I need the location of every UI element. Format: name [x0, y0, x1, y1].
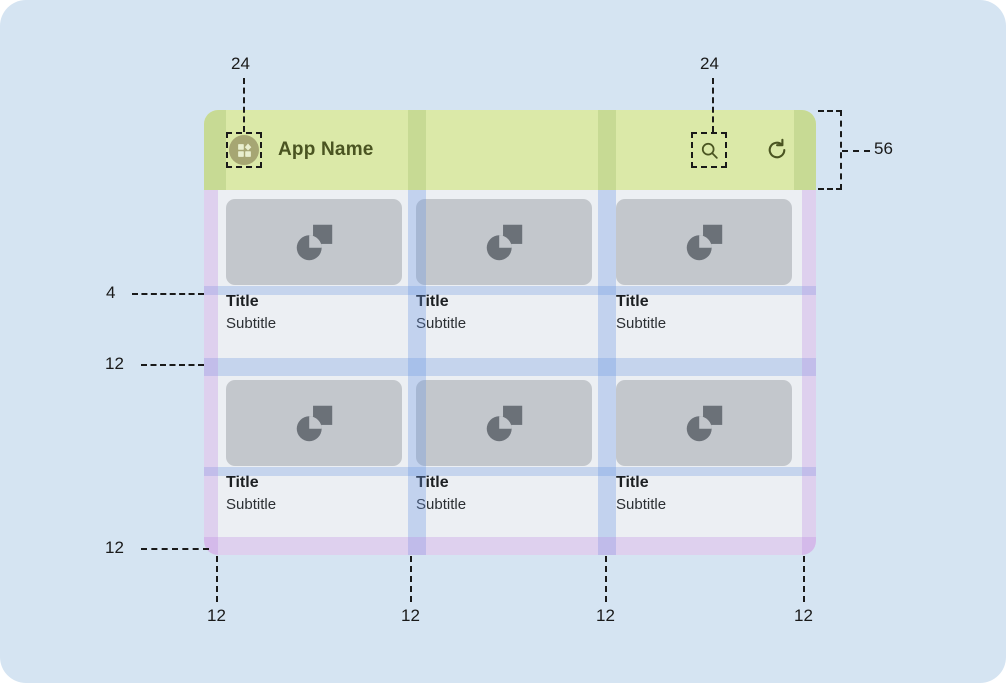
appbar-margin-overlay-left: [204, 110, 226, 190]
leader-bottom-margin: [141, 548, 209, 550]
card-subtitle: Subtitle: [226, 496, 277, 513]
annotation-row-gutter: 12: [105, 354, 124, 373]
card-title: Title: [226, 474, 259, 491]
spacing-overlay-row-gutter: [204, 358, 816, 376]
refresh-icon[interactable]: [761, 134, 793, 166]
spacing-overlay-title-gap-row2: [204, 467, 816, 476]
leader-col-mark-3: [605, 556, 607, 602]
leader-col-mark-4: [803, 556, 805, 602]
margin-overlay-bottom: [204, 537, 816, 555]
appbar-margin-overlay-right: [794, 110, 816, 190]
card-subtitle: Subtitle: [416, 315, 467, 332]
card-title: Title: [416, 474, 449, 491]
card-media: [616, 199, 792, 285]
app-bar-content: App Name: [204, 110, 816, 190]
card-5[interactable]: Title Subtitle: [416, 380, 592, 516]
card-media: [416, 380, 592, 466]
leader-search-inset: [712, 78, 714, 132]
annotation-col-mark-4: 12: [794, 606, 813, 625]
appbar-gutter-overlay-2: [598, 110, 616, 190]
card-6[interactable]: Title Subtitle: [616, 380, 792, 516]
search-icon[interactable]: [691, 132, 727, 168]
card-1[interactable]: Title Subtitle: [226, 199, 402, 335]
card-subtitle: Subtitle: [616, 315, 667, 332]
leader-appbar-height: [842, 150, 870, 152]
card-text: Title Subtitle: [416, 466, 592, 516]
leader-col-mark-1: [216, 556, 218, 602]
card-2[interactable]: Title Subtitle: [416, 199, 592, 335]
card-text: Title Subtitle: [226, 466, 402, 516]
card-subtitle: Subtitle: [416, 496, 467, 513]
appbar-gutter-overlay-1: [408, 110, 426, 190]
leader-menu-inset: [243, 78, 245, 132]
card-text: Title Subtitle: [616, 285, 792, 335]
card-text: Title Subtitle: [226, 285, 402, 335]
image-placeholder-icon: [486, 405, 523, 442]
leader-col-mark-2: [410, 556, 412, 602]
bracket-appbar-height: [818, 110, 842, 190]
annotation-title-gap: 4: [106, 283, 116, 302]
image-placeholder-icon: [686, 405, 723, 442]
card-subtitle: Subtitle: [616, 496, 667, 513]
card-subtitle: Subtitle: [226, 315, 277, 332]
annotation-col-mark-2: 12: [401, 606, 420, 625]
image-placeholder-icon: [296, 405, 333, 442]
card-text: Title Subtitle: [616, 466, 792, 516]
card-title: Title: [616, 293, 649, 310]
annotation-col-mark-3: 12: [596, 606, 615, 625]
card-media: [616, 380, 792, 466]
card-media: [416, 199, 592, 285]
image-placeholder-icon: [486, 224, 523, 261]
card-media: [226, 199, 402, 285]
card-title: Title: [226, 293, 259, 310]
card-title: Title: [616, 474, 649, 491]
leader-row-gutter: [141, 364, 204, 366]
spacing-overlay-title-gap-row1: [204, 286, 816, 295]
margin-overlay-left: [204, 190, 218, 555]
margin-overlay-right: [802, 190, 816, 555]
card-text: Title Subtitle: [416, 285, 592, 335]
image-placeholder-icon: [686, 224, 723, 261]
app-title: App Name: [278, 139, 374, 160]
card-4[interactable]: Title Subtitle: [226, 380, 402, 516]
app-layout-frame: App Name: [204, 110, 816, 555]
leader-title-gap: [132, 293, 204, 295]
annotation-bottom-margin: 12: [105, 538, 124, 557]
spacing-overlay-column-gutter-1: [408, 190, 426, 555]
annotation-col-mark-1: 12: [207, 606, 226, 625]
card-3[interactable]: Title Subtitle: [616, 199, 792, 335]
image-placeholder-icon: [296, 224, 333, 261]
spacing-overlay-column-gutter-2: [598, 190, 616, 555]
card-media: [226, 380, 402, 466]
card-title: Title: [416, 293, 449, 310]
app-bar: App Name: [204, 110, 816, 190]
annotation-appbar-height: 56: [874, 139, 893, 158]
annotation-menu-inset: 24: [231, 54, 250, 73]
menu-icon-hitbox[interactable]: [226, 132, 262, 168]
annotation-search-inset: 24: [700, 54, 719, 73]
app-logo-grid-icon[interactable]: [229, 135, 259, 165]
card-grid-region: Title Subtitle Title Subtitle: [204, 190, 816, 555]
